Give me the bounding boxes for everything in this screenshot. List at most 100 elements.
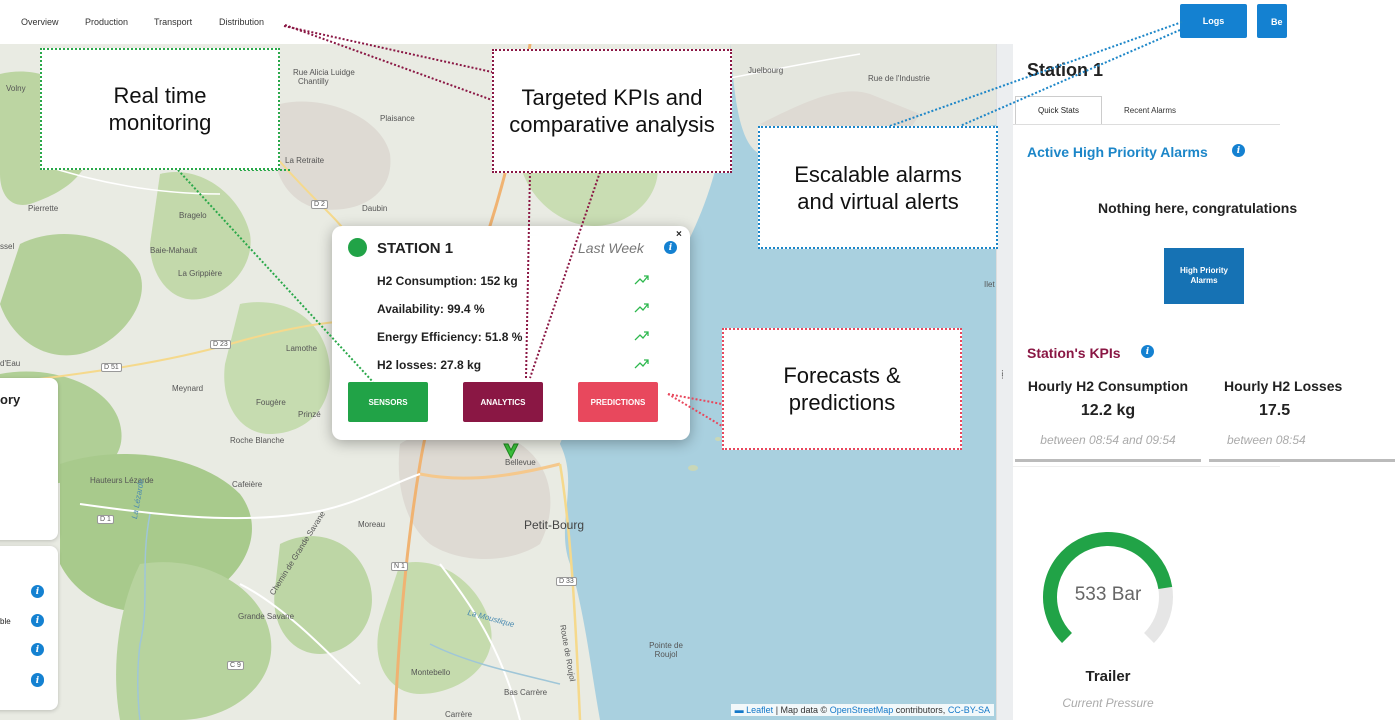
nav-production[interactable]: Production bbox=[85, 17, 129, 27]
road-label: D 33 bbox=[556, 577, 577, 586]
callout-text: Forecasts & predictions bbox=[783, 363, 901, 415]
callout-text: Targeted KPIs and comparative analysis bbox=[509, 85, 715, 137]
kpi-card-sub: between 08:54 bbox=[1227, 433, 1306, 447]
map-label: d'Eau bbox=[0, 359, 21, 368]
map-label: Bellevue bbox=[505, 458, 536, 467]
info-icon[interactable]: i bbox=[31, 643, 44, 656]
alarms-heading: Active High Priority Alarms bbox=[1027, 144, 1208, 160]
map-label: Prinzé bbox=[298, 410, 321, 419]
map-label: Bas Carrère bbox=[504, 688, 548, 697]
road-label: N 1 bbox=[391, 562, 408, 571]
tab-quick-stats[interactable]: Quick Stats bbox=[1015, 96, 1102, 124]
sensors-button[interactable]: SENSORS bbox=[348, 382, 428, 422]
road-label: C 9 bbox=[227, 661, 244, 670]
analytics-button[interactable]: ANALYTICS bbox=[463, 382, 543, 422]
map-town-label: Petit-Bourg bbox=[524, 518, 585, 532]
map-label: Fougère bbox=[256, 398, 286, 407]
map-label: La Grippière bbox=[178, 269, 223, 278]
map-label: Rue Alicia Luidge bbox=[293, 68, 355, 77]
map-label: Roche Blanche bbox=[230, 436, 285, 445]
pressure-gauge bbox=[1043, 532, 1173, 643]
left-category-card: ory bbox=[0, 378, 58, 540]
station-popup: STATION 1 Last Week i × H2 Consumption: … bbox=[332, 226, 690, 440]
kpi-card: Hourly H2 Losses 17.5 between 08:54 bbox=[1209, 366, 1395, 462]
kpi-card-value: 17.5 bbox=[1259, 402, 1291, 419]
nav-overview[interactable]: Overview bbox=[21, 17, 59, 27]
map-label: Carrère bbox=[445, 710, 473, 719]
map-label: Grande Savane bbox=[238, 612, 295, 621]
callout-real-time-monitoring: Real time monitoring bbox=[40, 48, 280, 170]
map-label: ssel bbox=[0, 242, 15, 251]
road-label: D 23 bbox=[210, 340, 231, 349]
map-label: Daubin bbox=[362, 204, 388, 213]
panel-resize-handle[interactable]: ⁝⁝ bbox=[996, 44, 1013, 720]
map-label: Cafeière bbox=[232, 480, 263, 489]
gauge-card: 533 Bar Trailer Current Pressure bbox=[1013, 466, 1280, 720]
road-label: D 2 bbox=[311, 200, 328, 209]
map-label: Chantilly bbox=[298, 77, 329, 86]
info-icon[interactable]: i bbox=[31, 585, 44, 598]
kpi-card-label: Hourly H2 Losses bbox=[1224, 378, 1343, 394]
map-label: Bragelo bbox=[179, 211, 207, 220]
kpi-card: Hourly H2 Consumption 12.2 kg between 08… bbox=[1015, 366, 1201, 462]
gauge-value: 533 Bar bbox=[1074, 584, 1142, 605]
nav-distribution[interactable]: Distribution bbox=[219, 17, 265, 27]
alarms-empty-message: Nothing here, congratulations bbox=[1098, 200, 1298, 216]
popup-kpi-h2-losses: H2 losses: 27.8 kg bbox=[377, 358, 482, 372]
tab-recent-alarms[interactable]: Recent Alarms bbox=[1123, 105, 1177, 115]
trend-up-icon bbox=[634, 275, 649, 285]
attribution-text: | Map data © bbox=[775, 705, 828, 715]
callout-escalable-alarms: Escalable alarms and virtual alerts bbox=[758, 126, 998, 249]
map-label: Volny bbox=[6, 84, 26, 93]
map-label: Montebello bbox=[411, 668, 451, 677]
station-sidebar: Station 1 Quick Stats Recent Alarms Acti… bbox=[1013, 44, 1395, 720]
leaflet-link[interactable]: Leaflet bbox=[746, 705, 774, 715]
status-dot-icon bbox=[348, 238, 367, 257]
info-icon[interactable]: i bbox=[31, 614, 44, 627]
info-icon[interactable]: i bbox=[31, 674, 44, 687]
callout-forecasts: Forecasts & predictions bbox=[722, 328, 962, 450]
sidebar-station-title: Station 1 bbox=[1027, 60, 1104, 80]
road-label: D 1 bbox=[97, 515, 114, 524]
left-card-title: ory bbox=[0, 392, 21, 407]
drag-handle-icon: ⁝⁝ bbox=[1001, 368, 1004, 381]
popup-kpi-energy-efficiency: Energy Efficiency: 51.8 % bbox=[377, 330, 523, 344]
osm-link[interactable]: OpenStreetMap bbox=[829, 705, 894, 715]
popup-station-title: STATION 1 bbox=[377, 240, 454, 257]
map-label: Plaisance bbox=[380, 114, 415, 123]
nav-transport[interactable]: Transport bbox=[154, 17, 193, 27]
secondary-nav-button[interactable]: Be bbox=[1257, 4, 1287, 38]
map-label: Rue de l'Industrie bbox=[868, 74, 931, 83]
tab-divider bbox=[1013, 124, 1280, 125]
popup-period: Last Week bbox=[578, 240, 644, 256]
popup-kpi-availability: Availability: 99.4 % bbox=[377, 302, 485, 316]
left-card-item-label: ble bbox=[0, 617, 11, 626]
close-icon[interactable]: × bbox=[676, 229, 682, 240]
map-attribution: ▬ Leaflet | Map data © OpenStreetMap con… bbox=[730, 704, 994, 716]
leaflet-flag-icon: ▬ bbox=[734, 705, 744, 715]
info-icon[interactable]: i bbox=[664, 241, 677, 254]
map-label: Moreau bbox=[358, 520, 386, 529]
gauge-label: Trailer bbox=[1085, 668, 1131, 685]
info-icon[interactable]: i bbox=[1232, 144, 1245, 157]
callout-targeted-kpis: Targeted KPIs and comparative analysis bbox=[492, 49, 732, 173]
callout-text: Real time monitoring bbox=[108, 83, 212, 135]
kpi-card-label: Hourly H2 Consumption bbox=[1027, 378, 1189, 394]
kpi-card-value: 12.2 kg bbox=[1080, 402, 1136, 419]
popup-kpi-h2-consumption: H2 Consumption: 152 kg bbox=[377, 274, 518, 288]
map-label: La Retraite bbox=[285, 156, 325, 165]
map-pin-icon[interactable] bbox=[501, 440, 521, 462]
license-link[interactable]: CC-BY-SA bbox=[947, 705, 990, 715]
map-label: Juelbourg bbox=[748, 66, 784, 75]
map-label: Lamothe bbox=[286, 344, 318, 353]
kpi-card-sub: between 08:54 and 09:54 bbox=[1040, 433, 1176, 447]
predictions-button[interactable]: PREDICTIONS bbox=[578, 382, 658, 422]
annotation-connectors bbox=[177, 21, 1183, 427]
map-label: Meynard bbox=[172, 384, 204, 393]
info-icon[interactable]: i bbox=[1141, 345, 1154, 358]
attribution-text: contributors, bbox=[895, 705, 946, 715]
high-priority-alarms-button[interactable]: High Priority Alarms bbox=[1164, 248, 1244, 304]
logs-button[interactable]: Logs bbox=[1180, 4, 1247, 38]
map-label: Ilet bbox=[984, 280, 995, 289]
top-nav: Overview Production Transport Distributi… bbox=[0, 0, 1287, 44]
